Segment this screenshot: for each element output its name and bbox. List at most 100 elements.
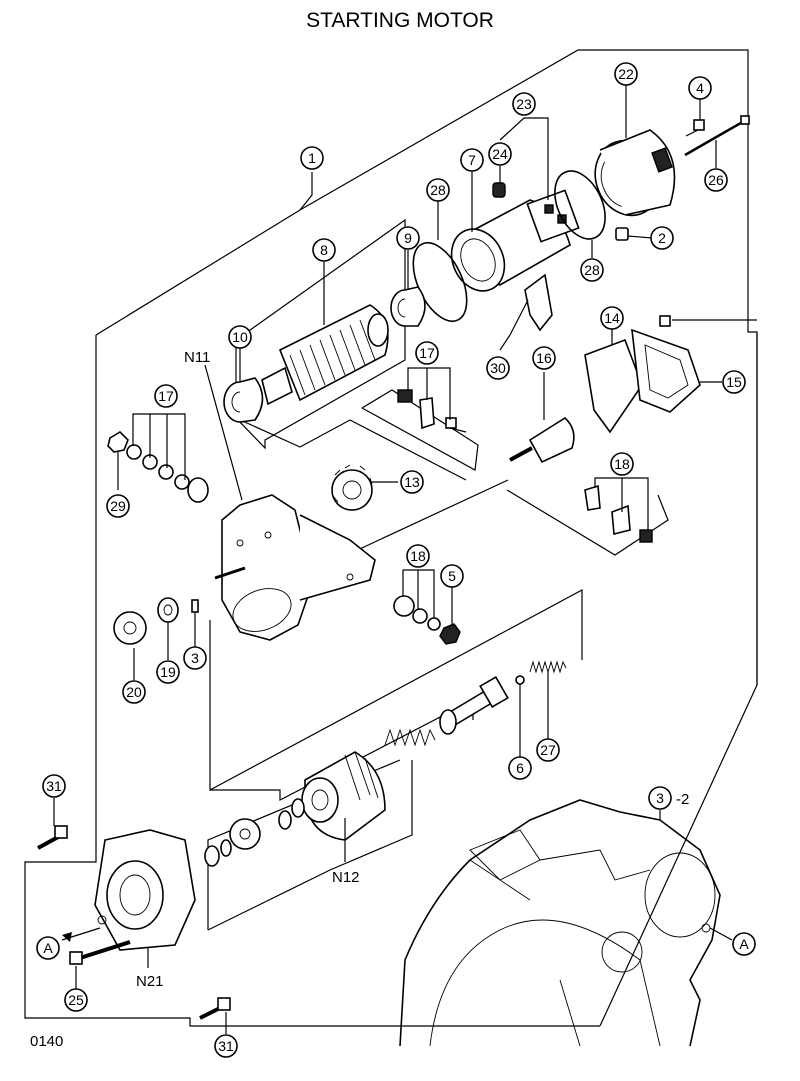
ref-A-right-label: A — [739, 936, 749, 952]
callout-31b: 31 — [214, 1034, 238, 1058]
callout-3-2-label: 3 — [656, 790, 664, 806]
callout-27-label: 27 — [540, 742, 556, 758]
brush-box — [361, 389, 479, 471]
callout-18a: 18 — [406, 544, 430, 568]
leader-n11 — [204, 364, 243, 501]
callout-7-label: 7 — [468, 152, 476, 168]
leader-A-left — [61, 927, 101, 941]
gear-13 — [331, 464, 373, 511]
callout-5-label: 5 — [448, 568, 456, 584]
brush-24 — [492, 182, 506, 198]
callout-19-label: 19 — [160, 664, 176, 680]
plug-2 — [615, 227, 629, 241]
gear-20 — [113, 611, 147, 645]
callout-17a-label: 17 — [158, 388, 174, 404]
callout-3-2: 3 — [648, 786, 672, 810]
callout-17b-label: 17 — [419, 345, 435, 361]
callout-1-label: 1 — [308, 150, 316, 166]
rear-cover-22 — [594, 129, 676, 217]
label-n11: N11 — [184, 349, 210, 366]
callout-16-label: 16 — [536, 350, 552, 366]
callout-3-label: 3 — [191, 650, 199, 666]
callout-10-label: 10 — [232, 329, 248, 345]
callout-24-label: 24 — [492, 146, 508, 162]
ref-A-right: A — [732, 932, 756, 956]
front-bracket-n21 — [94, 829, 196, 951]
callout-26-label: 26 — [708, 172, 724, 188]
label-n21: N21 — [136, 973, 164, 990]
washers-17-left — [107, 430, 209, 503]
callout-22: 22 — [614, 62, 638, 86]
bolt-25 — [69, 940, 131, 965]
callout-19: 19 — [156, 660, 180, 684]
callout-18b-label: 18 — [614, 456, 630, 472]
brush-17-center — [397, 389, 467, 433]
callout-25: 25 — [64, 988, 88, 1012]
clutch-n12 — [301, 751, 386, 841]
callout-30: 30 — [486, 356, 510, 380]
callout-18a-label: 18 — [410, 548, 426, 564]
callout-26: 26 — [704, 168, 728, 192]
ref-A-left: A — [36, 936, 60, 960]
callout-28a-label: 28 — [430, 182, 446, 198]
callout-3: 3 — [183, 646, 207, 670]
leader-1 — [299, 172, 313, 211]
diagram-title: STARTING MOTOR — [306, 9, 494, 32]
callout-22-label: 22 — [618, 66, 634, 82]
callout-28b-label: 28 — [584, 262, 600, 278]
callout-18b: 18 — [610, 452, 634, 476]
page-code: 0140 — [30, 1033, 63, 1050]
yoke-7 — [450, 189, 580, 292]
label-n12: N12 — [332, 869, 360, 886]
callout-2-label: 2 — [658, 230, 666, 246]
callout-14-label: 14 — [604, 310, 620, 326]
callout-29: 29 — [106, 494, 130, 518]
ref-A-left-label: A — [43, 940, 53, 956]
plunger-16 — [509, 416, 575, 464]
leader-17a — [132, 413, 186, 480]
callout-31b-label: 31 — [218, 1038, 234, 1054]
drive-box — [209, 588, 583, 792]
leader-2 — [627, 235, 653, 239]
ball-6 — [515, 675, 525, 685]
bolt-31-top — [37, 825, 68, 850]
callout-20: 20 — [122, 680, 146, 704]
leader-A-right — [709, 927, 733, 941]
pin-3 — [191, 599, 199, 613]
callout-13-label: 13 — [404, 474, 420, 490]
leader-23 — [499, 117, 549, 200]
callout-3-2-suffix: -2 — [676, 791, 689, 808]
callout-6-label: 6 — [516, 760, 524, 776]
callout-31a: 31 — [42, 774, 66, 798]
callout-29-label: 29 — [110, 498, 126, 514]
callout-2: 2 — [650, 226, 674, 250]
housing-n11 — [214, 494, 376, 641]
cover-15 — [631, 315, 701, 413]
callout-13: 13 — [400, 470, 424, 494]
callout-8-label: 8 — [320, 242, 328, 258]
callout-28a: 28 — [426, 178, 450, 202]
callout-27: 27 — [536, 738, 560, 762]
bearing-10 — [223, 377, 264, 423]
callout-14: 14 — [600, 306, 624, 330]
callout-15: 15 — [722, 370, 746, 394]
callout-10: 10 — [228, 325, 252, 349]
callout-9-label: 9 — [404, 230, 412, 246]
drive-shaft — [438, 676, 509, 735]
through-bolt-26 — [684, 115, 750, 157]
spring-27 — [529, 660, 567, 674]
gasket-14 — [584, 338, 643, 434]
brush-holder-18-right — [584, 484, 653, 543]
callout-6: 6 — [508, 756, 532, 780]
callout-17a: 17 — [154, 384, 178, 408]
callout-17b: 17 — [415, 341, 439, 365]
callout-23-label: 23 — [516, 96, 532, 112]
small-rings — [278, 798, 305, 830]
arrow-A-left — [62, 932, 72, 942]
callout-24: 24 — [488, 142, 512, 166]
washer-19 — [157, 597, 179, 623]
callout-23: 23 — [512, 92, 536, 116]
leader-17b — [407, 367, 451, 420]
bearing-9 — [390, 286, 426, 327]
